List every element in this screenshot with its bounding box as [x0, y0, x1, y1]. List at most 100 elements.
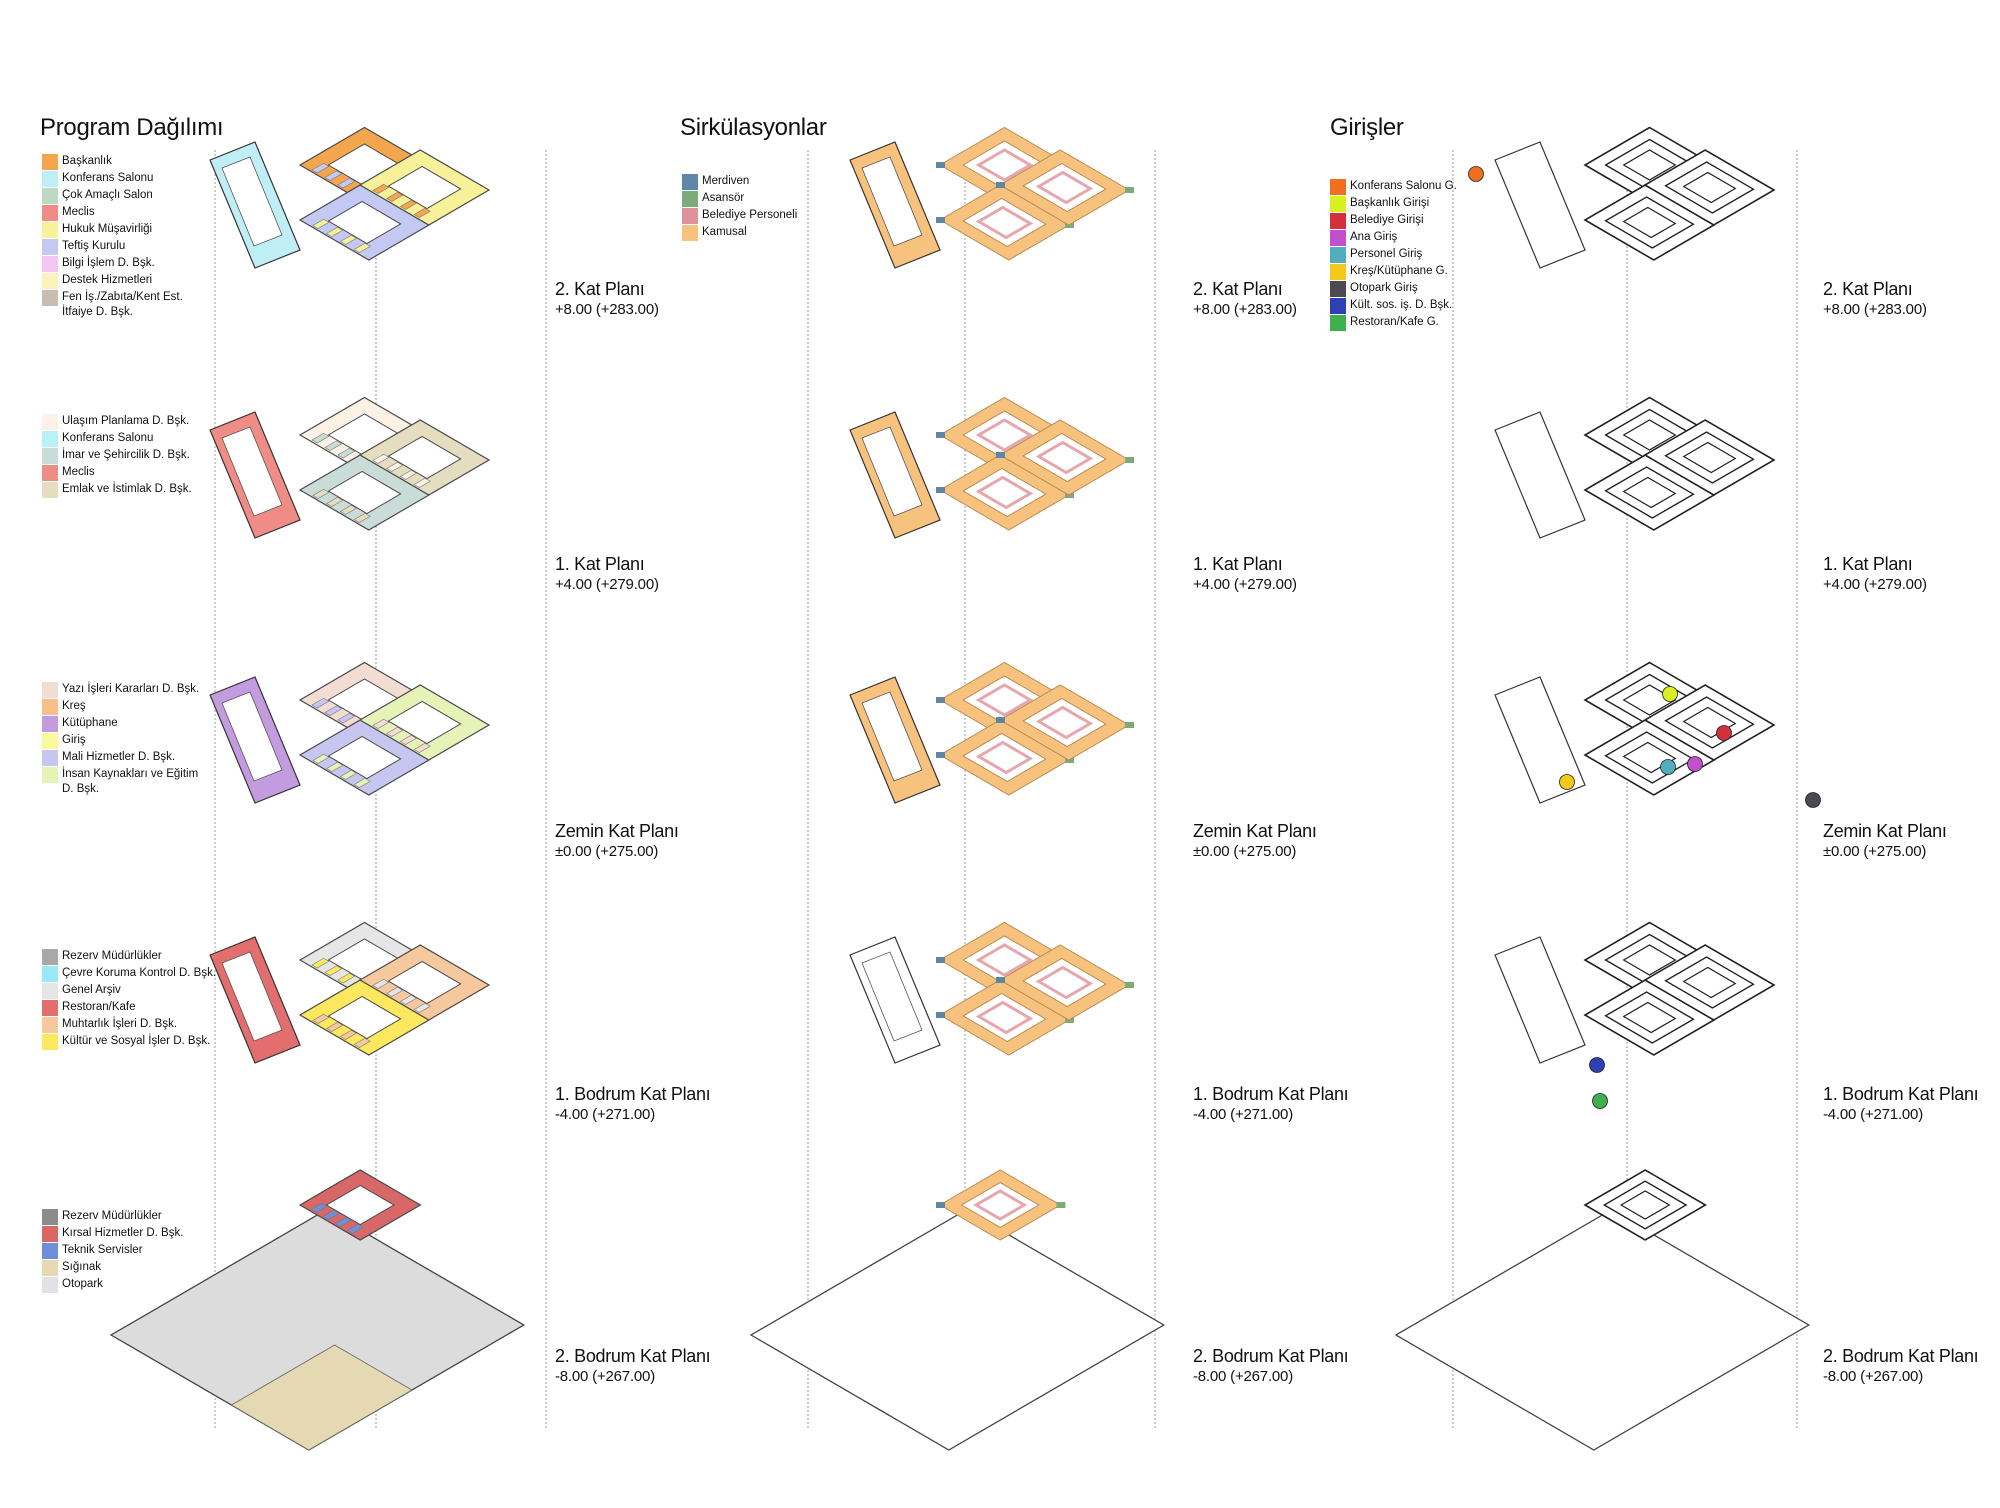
circ-level-2 [849, 396, 1134, 539]
entrance-legend-label: Konferans Salonu G. [1350, 180, 1457, 192]
program-legend-label: İnsan Kaynakları ve Eğitim [62, 768, 199, 780]
staff-corridor [973, 1189, 1028, 1221]
annex-inner [221, 691, 283, 782]
circulation-legend-label: Belediye Personeli [702, 209, 798, 221]
program-legend-swatch [42, 982, 58, 999]
program-legend-label: Teftiş Kurulu [62, 240, 126, 252]
staff-corridor [975, 943, 1034, 977]
level-label-2nd-floor-circulation: 2. Kat Planı+8.00 (+283.00) [1193, 279, 1297, 318]
program-legend-swatch [42, 153, 58, 170]
program-legend-label: Kırsal Hizmetler D. Bşk. [62, 1227, 184, 1239]
room-cell [326, 761, 344, 772]
program-legend-swatch [42, 715, 58, 732]
entrance-legend-item: Kült. sos. iş. D. Bşk. [1330, 297, 1457, 314]
elevator-core [1125, 722, 1134, 728]
room-cell [353, 242, 371, 253]
program-legend-swatch [42, 948, 58, 965]
courtyard-outline [1622, 684, 1677, 716]
program-legend-item: Teknik Servisler [42, 1242, 183, 1259]
program-legend-swatch [42, 766, 58, 783]
ring-inner-void [1022, 162, 1107, 213]
ring-inner-void [960, 1182, 1040, 1228]
prog-level-3 [209, 661, 491, 804]
program-legend-swatch [42, 1276, 58, 1293]
program-legend-label: Giriş [62, 734, 86, 746]
entrance-marker-icon [1687, 756, 1703, 772]
courtyard-outline [1682, 171, 1737, 204]
entrance-marker-icon [1589, 1057, 1605, 1073]
stair-core [936, 697, 945, 703]
program-legend-item: Giriş [42, 732, 199, 749]
program-legend-item: Çok Amaçlı Salon [42, 187, 183, 204]
room-cell [353, 512, 371, 523]
program-legend-swatch [42, 272, 58, 289]
program-legend-item: Teftiş Kurulu [42, 238, 183, 255]
program-legend-item: Kreş [42, 698, 199, 715]
annex-inner [861, 156, 923, 247]
courtyard-void [387, 700, 462, 745]
program-legend-label: Yazı İşleri Kararları D. Bşk. [62, 683, 200, 695]
room-cell [311, 957, 330, 969]
entrance-legend-label: Belediye Girişi [1350, 214, 1424, 226]
program-legend-label: Rezerv Müdürlükler [62, 950, 162, 962]
room-cell [337, 972, 356, 984]
courtyard-outline [1682, 441, 1737, 474]
level-label-1st-floor-circulation: 1. Kat Planı+4.00 (+279.00) [1193, 554, 1297, 593]
program-legend-label: Genel Arşiv [62, 984, 121, 996]
entrance-legend-item: Konferans Salonu G. [1330, 178, 1457, 195]
ring-inner-void [962, 197, 1047, 248]
entrance-legend-swatch [1330, 246, 1346, 263]
room-cell [413, 207, 431, 218]
program-legend-item: Ulaşım Planlama D. Bşk. [42, 413, 192, 430]
prog-level-1 [209, 126, 491, 269]
program-legend-swatch [42, 732, 58, 749]
room-cell [386, 191, 404, 202]
entrance-legend-item: Personel Giriş [1330, 246, 1457, 263]
program-legend-item: İmar ve Şehircilik D. Bşk. [42, 447, 192, 464]
ring-inner-void [962, 732, 1047, 783]
program-legend-label: Destek Hizmetleri [62, 274, 153, 286]
entrance-legend-swatch [1330, 263, 1346, 280]
stair-core [996, 977, 1005, 983]
circulation-legend-item: Asansör [682, 190, 797, 207]
program-legend-label: Rezerv Müdürlükler [62, 1210, 162, 1222]
program-legend-item: Meclis [42, 204, 183, 221]
entrance-legend-swatch [1330, 212, 1346, 229]
staff-corridor [1035, 965, 1094, 1000]
level-label-2nd-floor-entrances: 2. Kat Planı+8.00 (+283.00) [1823, 279, 1927, 318]
program-legend-swatch [42, 1242, 58, 1259]
shelter-zone [230, 1344, 413, 1451]
entrance-legend-swatch [1330, 178, 1346, 195]
room-cell [353, 1037, 371, 1048]
entrance-legend-label: Personel Giriş [1350, 248, 1423, 260]
program-legend-swatch [42, 447, 58, 464]
room-cell [372, 978, 390, 989]
program-legend-swatch [42, 1016, 58, 1033]
room-cell [337, 447, 356, 459]
room-cell [326, 1021, 344, 1032]
room-cell [322, 1209, 340, 1220]
annex-inner [221, 426, 283, 517]
entrance-marker-icon [1468, 166, 1484, 182]
prog-level-4 [209, 921, 491, 1064]
room-cell [312, 753, 330, 764]
entrance-legend-label: Kreş/Kütüphane G. [1350, 265, 1448, 277]
wing-inner-outline [1664, 431, 1755, 484]
entrance-legend-item: Restoran/Kafe G. [1330, 314, 1457, 331]
staff-corridor [975, 148, 1034, 182]
elevator-core [1125, 457, 1134, 463]
circ-level-3 [849, 661, 1134, 804]
program-legend-label: Çevre Koruma Kontrol D. Bşk. [62, 967, 217, 979]
program-legend-label: İmar ve Şehircilik D. Bşk. [62, 449, 190, 461]
room-cell [372, 453, 390, 464]
program-legend-label: Emlak ve İstimlak D. Bşk. [62, 483, 192, 495]
courtyard-outline [1622, 419, 1677, 451]
program-legend-swatch [42, 289, 58, 306]
program-legend-item: Genel Arşiv [42, 982, 216, 999]
program-legend-label: Teknik Servisler [62, 1244, 143, 1256]
program-legend-label: Kreş [62, 700, 86, 712]
room-cell [399, 199, 417, 210]
annex-block [1494, 676, 1586, 804]
